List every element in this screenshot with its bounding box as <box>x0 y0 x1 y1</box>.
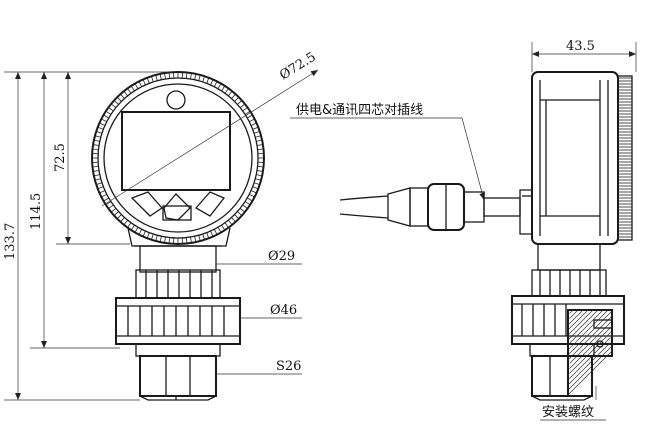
neck <box>135 245 221 299</box>
nut-diameter-label: Ø46 <box>270 303 297 318</box>
hex-fitting <box>135 343 221 401</box>
button-center <box>163 193 191 221</box>
front-view: Ø72.5 Ø29 Ø46 S26 133.7 114.5 72.5 <box>3 50 319 401</box>
depth-label: 43.5 <box>566 39 595 54</box>
dim-head-height: 72.5 <box>53 72 130 245</box>
cable-connector <box>339 183 521 231</box>
dim-mid-height: 114.5 <box>29 72 120 349</box>
dim-overall-height: 133.7 <box>3 71 170 401</box>
svg-text:114.5: 114.5 <box>29 193 44 230</box>
thread-label: 安装螺纹 <box>542 405 594 420</box>
button-mid <box>162 205 192 221</box>
neck-diameter-label: Ø29 <box>268 249 295 264</box>
knurled-bezel <box>92 72 264 244</box>
lcd-window <box>121 111 231 191</box>
section-cutaway <box>567 309 613 397</box>
cable-label: 供电&通讯四芯对插线 <box>296 103 423 118</box>
side-view: 43.5 供电&通讯四芯对插线 <box>290 39 637 421</box>
button-left <box>130 191 163 217</box>
button-row <box>130 191 226 221</box>
svg-text:72.5: 72.5 <box>53 143 68 172</box>
svg-text:133.7: 133.7 <box>3 223 18 260</box>
hex-size-label: S26 <box>276 359 301 374</box>
vent-screw-icon <box>166 90 186 110</box>
union-nut <box>115 297 241 345</box>
button-right <box>194 191 226 217</box>
head-diameter-label: Ø72.5 <box>277 50 319 84</box>
